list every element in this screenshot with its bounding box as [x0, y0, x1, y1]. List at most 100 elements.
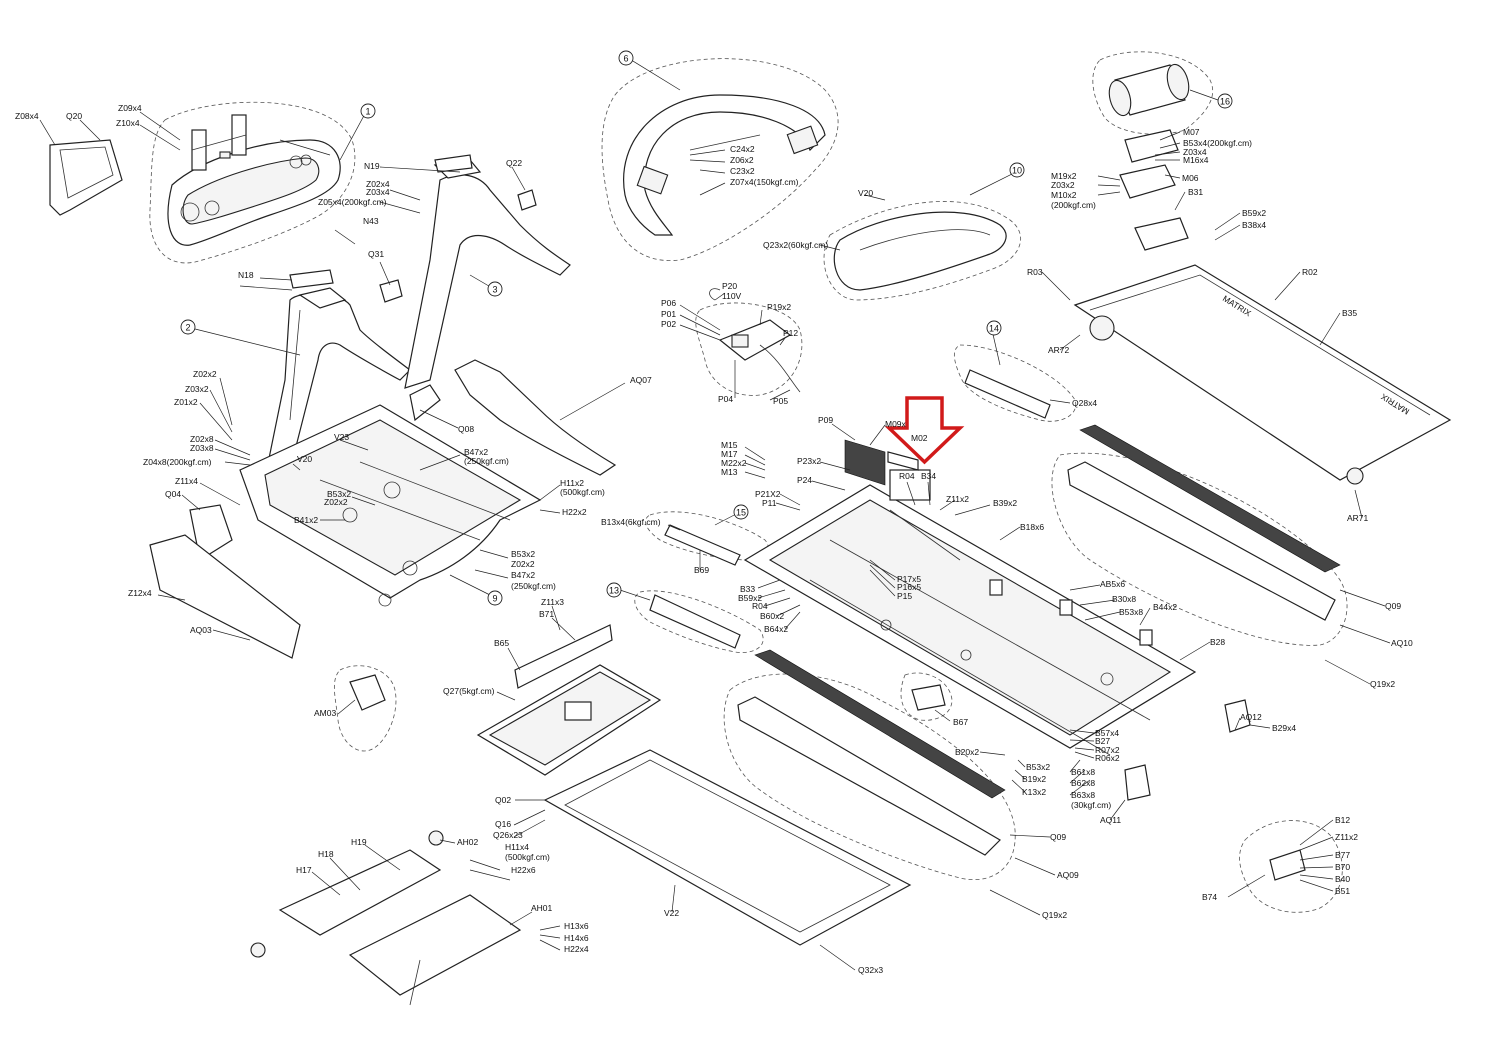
label-Z09x4: Z09x4 [118, 103, 142, 113]
label-Z03x4-b: Z03x4 [1183, 147, 1207, 157]
label-Z02x2-b: Z02x2 [324, 497, 348, 507]
console-assembly [167, 114, 341, 246]
label-B40: B40 [1335, 874, 1350, 884]
label-P01: P01 [661, 309, 676, 319]
label-B38x4: B38x4 [1242, 220, 1266, 230]
label-B39x2: B39x2 [993, 498, 1017, 508]
label-B19x2: B19x2 [1022, 774, 1046, 784]
label-P02: P02 [661, 319, 676, 329]
svg-text:10: 10 [1012, 166, 1022, 176]
label-B62x8: B62x8 [1071, 778, 1095, 788]
label-C23x2: C23x2 [730, 166, 755, 176]
label-Q19x2-a: Q19x2 [1042, 910, 1067, 920]
label-H22x4: H22x4 [564, 944, 589, 954]
label-M17: M17 [721, 449, 738, 459]
label-P09: P09 [818, 415, 833, 425]
rear-base [250, 830, 522, 1006]
label-B71: B71 [539, 609, 554, 619]
label-B28: B28 [1210, 637, 1225, 647]
main-frame [743, 469, 1197, 756]
label-B69: B69 [694, 565, 709, 575]
label-Z10x4: Z10x4 [116, 118, 140, 128]
label-Z12x4: Z12x4 [128, 588, 152, 598]
drive-motor [1108, 63, 1190, 117]
label-P12: P12 [783, 328, 798, 338]
label-500kgf-b: (500kgf.cm) [505, 852, 550, 862]
callout-3: 3 [487, 281, 503, 297]
label-B41x2: B41x2 [294, 515, 318, 525]
label-M06: M06 [1182, 173, 1199, 183]
label-AM03: AM03 [314, 708, 336, 718]
label-P16x5: P16x5 [897, 582, 921, 592]
label-Z02x8: Z02x8 [190, 434, 214, 444]
label-H19: H19 [351, 837, 367, 847]
label-P23x2: P23x2 [797, 456, 821, 466]
svg-text:15: 15 [736, 508, 746, 518]
svg-text:6: 6 [623, 54, 628, 64]
label-B53x8: B53x8 [1119, 607, 1143, 617]
motor-brackets [1119, 129, 1189, 251]
label-K13x2: K13x2 [1022, 787, 1046, 797]
svg-text:13: 13 [609, 586, 619, 596]
callout-16: 16 [1217, 93, 1233, 109]
label-AQ03: AQ03 [190, 625, 212, 635]
label-Z03x8: Z03x8 [190, 443, 214, 453]
label-Z11x3: Z11x3 [541, 597, 564, 607]
label-Z02x2-c: Z02x2 [511, 559, 535, 569]
label-Z01x2: Z01x2 [174, 397, 198, 407]
svg-text:14: 14 [989, 324, 999, 334]
label-Z08x4: Z08x4 [15, 111, 39, 121]
label-P20: P20 [722, 281, 737, 291]
label-Q28x4: Q28x4 [1072, 398, 1097, 408]
label-AB5x6: AB5x6 [1100, 579, 1125, 589]
label-B65: B65 [494, 638, 509, 648]
label-B70: B70 [1335, 862, 1350, 872]
label-H22x2: H22x2 [562, 507, 587, 517]
label-Z04x8: Z04x8(200kgf.cm) [143, 457, 212, 467]
label-Z03x2-b: Z03x2 [1051, 180, 1075, 190]
callout-15: 15 [733, 504, 749, 520]
label-P06: P06 [661, 298, 676, 308]
svg-text:9: 9 [492, 594, 497, 604]
label-Z03x2-a: Z03x2 [185, 384, 209, 394]
svg-text:3: 3 [492, 285, 497, 295]
group-outlines [149, 51, 1348, 913]
label-Z02x4: Z02x4 [366, 179, 390, 189]
label-H17: H17 [296, 865, 312, 875]
label-M02: M02 [911, 433, 928, 443]
label-Z07x4: Z07x4(150kgf.cm) [730, 177, 799, 187]
label-P17x5: P17x5 [897, 574, 921, 584]
label-B77: B77 [1335, 850, 1350, 860]
svg-text:2: 2 [185, 323, 190, 333]
label-B53x2-a: B53x2 [327, 489, 351, 499]
label-Q27: Q27(5kgf.cm) [443, 686, 495, 696]
side-covers-left [149, 504, 301, 659]
label-Q02: Q02 [495, 795, 511, 805]
power-entry-assembly [709, 288, 801, 393]
label-B31: B31 [1188, 187, 1203, 197]
label-30kgf: (30kgf.cm) [1071, 800, 1111, 810]
label-Z06x2: Z06x2 [730, 155, 754, 165]
label-N18: N18 [238, 270, 254, 280]
base-frame [239, 404, 542, 607]
label-Z03x4: Z03x4 [366, 187, 390, 197]
bottom-cover [543, 749, 912, 946]
label-Z11x2-b: Z11x2 [1335, 832, 1358, 842]
label-Q22: Q22 [506, 158, 522, 168]
bottom-tray [476, 624, 662, 776]
part-labels: Z08x4 Q20 Z09x4 Z10x4 N19 Q22 Z02x4 Z03x… [15, 103, 1413, 975]
label-H18: H18 [318, 849, 334, 859]
motor-controller-m02 [844, 439, 919, 486]
label-Q08: Q08 [458, 424, 474, 434]
label-B44x2: B44x2 [1153, 602, 1177, 612]
label-M07: M07 [1183, 127, 1200, 137]
label-N43: N43 [363, 216, 379, 226]
svg-text:16: 16 [1220, 97, 1230, 107]
label-P15: P15 [897, 591, 912, 601]
label-R06x2: R06x2 [1095, 753, 1120, 763]
label-AQ10: AQ10 [1391, 638, 1413, 648]
label-AH02: AH02 [457, 837, 479, 847]
label-R07x2: R07x2 [1095, 745, 1120, 755]
callout-2: 2 [180, 319, 196, 335]
side-rail-right [1067, 424, 1341, 621]
